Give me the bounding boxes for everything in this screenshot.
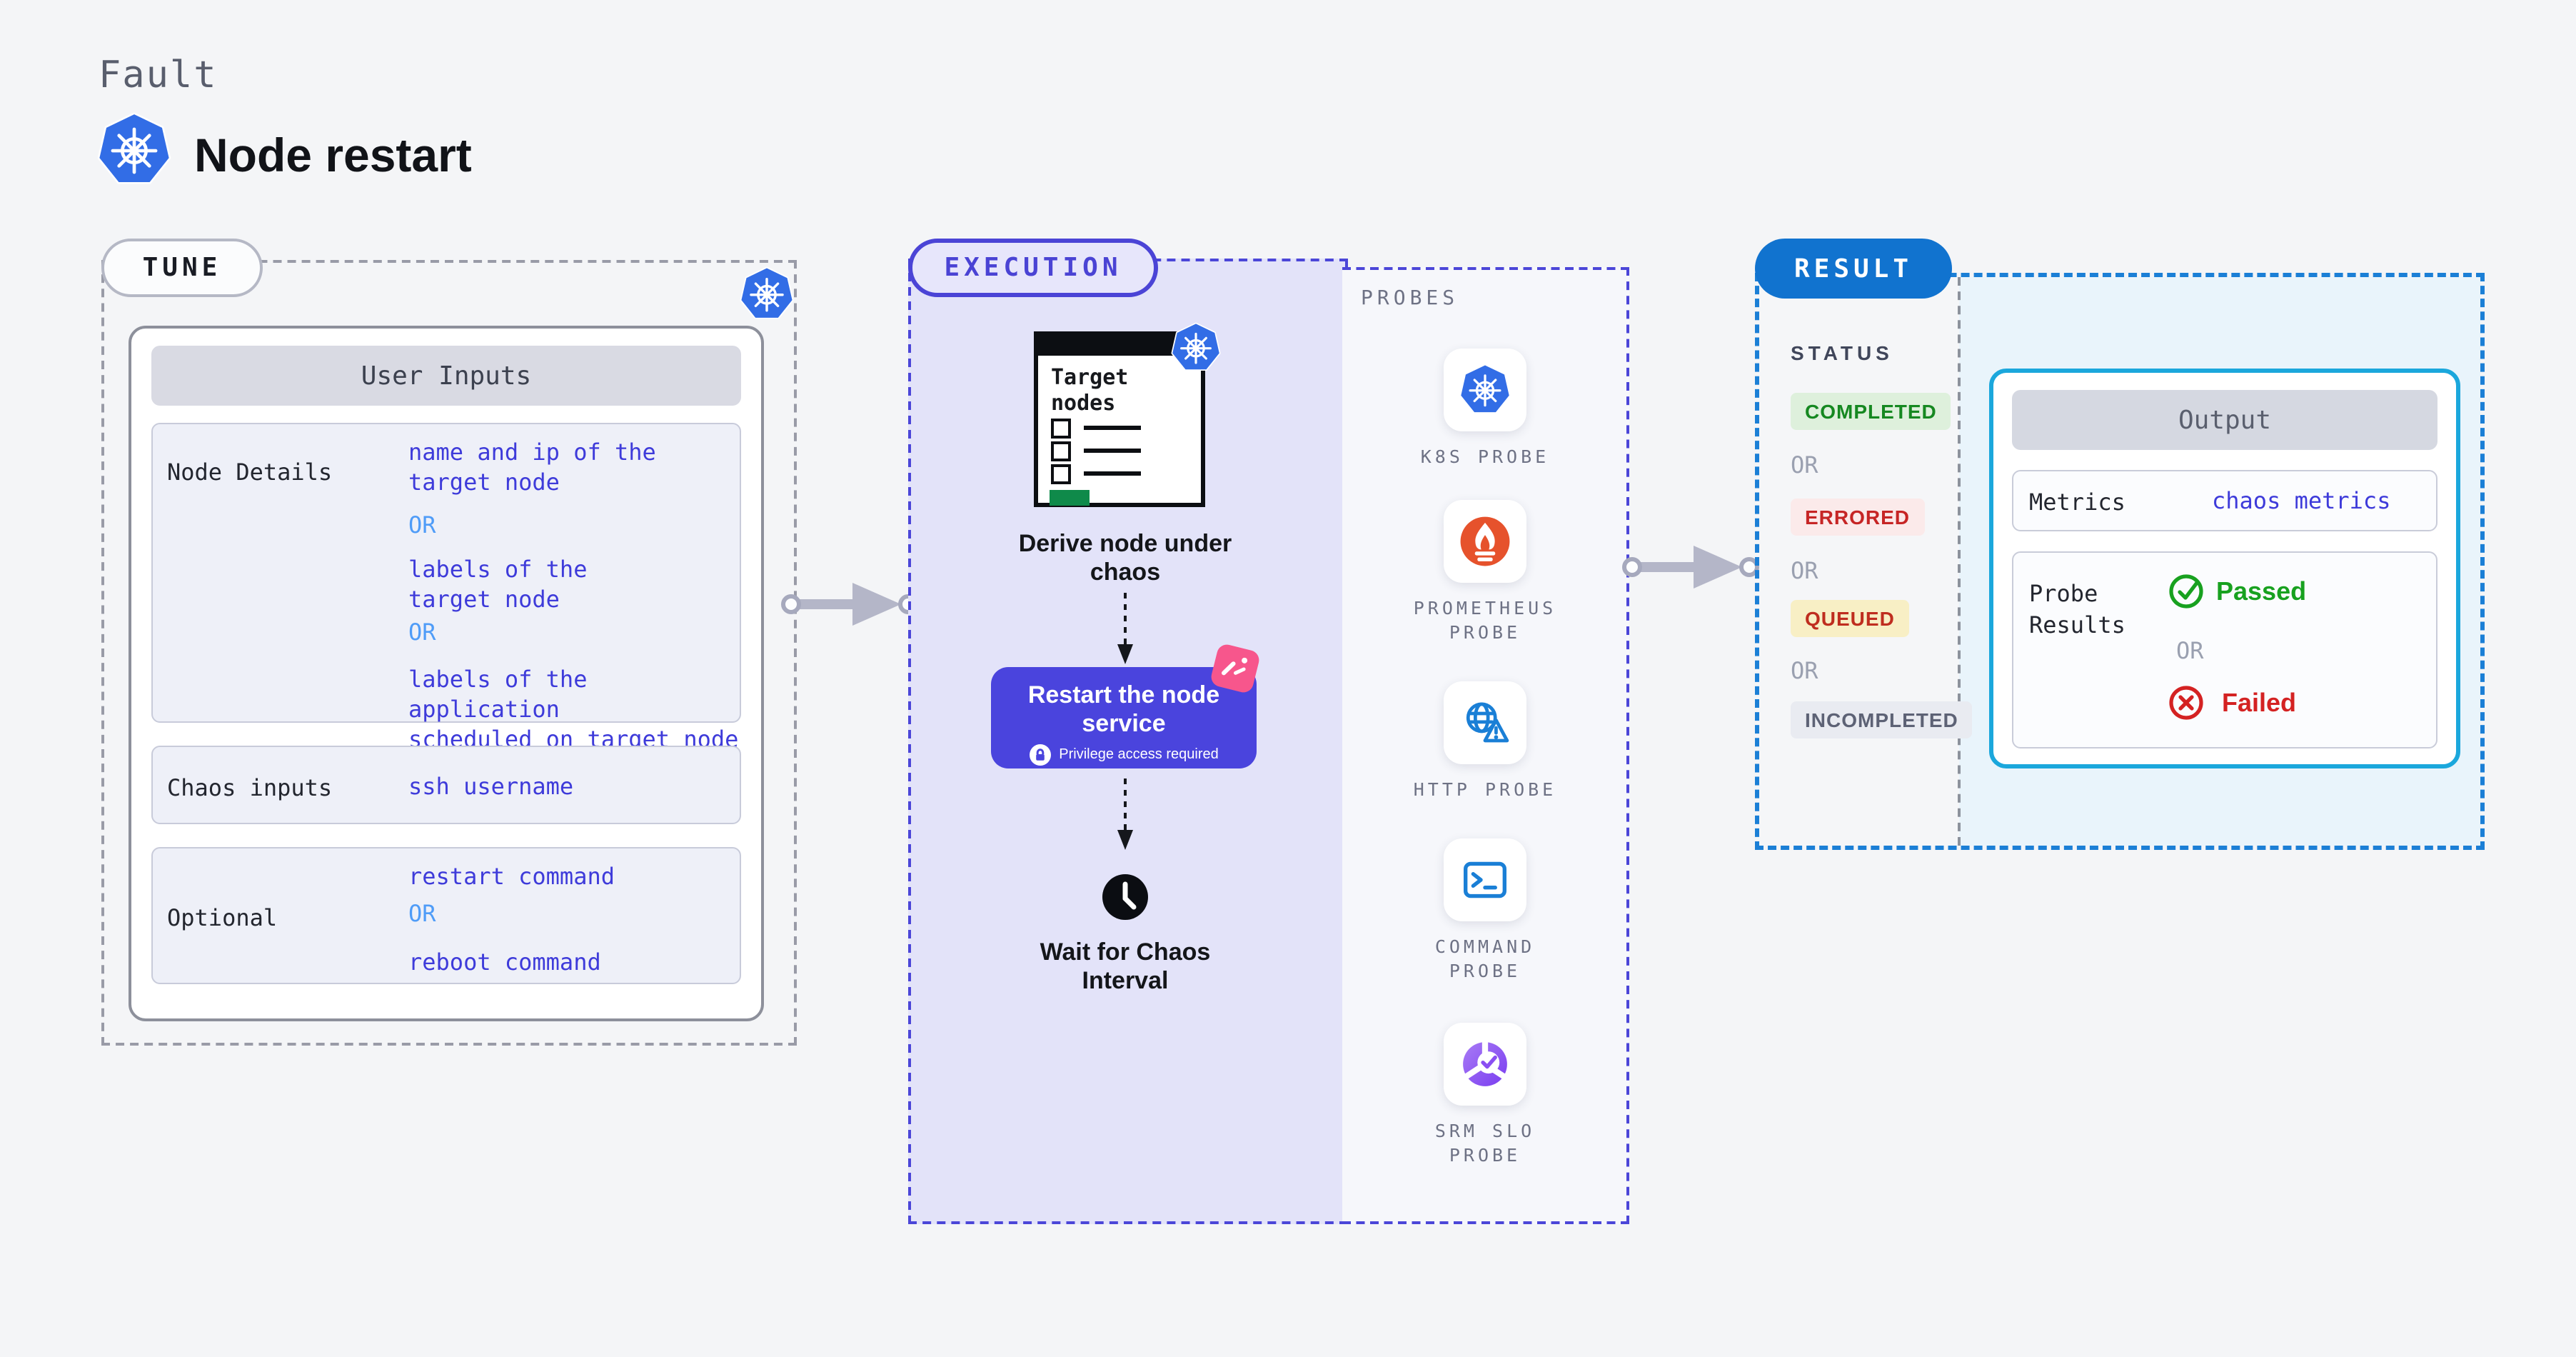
user-inputs-table: User Inputs Node Details name and ip of …	[129, 326, 764, 1021]
checkbox-icon	[1051, 441, 1071, 461]
step-restart-label: Restart the node service	[1027, 681, 1220, 737]
execution-panel: Target nodes Derive node under chaos Res…	[908, 259, 1348, 1224]
or-label: OR	[1791, 557, 1818, 584]
probe-label: K8S PROBE	[1420, 446, 1550, 467]
row-value: labels of the target node	[408, 556, 588, 613]
probe-item-k8s: K8S PROBE	[1399, 349, 1571, 469]
probe-card	[1444, 500, 1526, 583]
target-card-title: Target nodes	[1051, 364, 1129, 416]
list-line	[1084, 471, 1141, 476]
kubernetes-icon	[740, 266, 794, 323]
probe-label: COMMAND PROBE	[1434, 936, 1536, 981]
down-arrow-icon	[1117, 778, 1133, 850]
status-column	[1759, 277, 1959, 846]
row-value: ssh username	[408, 773, 574, 800]
step-derive-node: Derive node under chaos	[1018, 530, 1232, 586]
tune-pill: TUNE	[101, 239, 263, 297]
checkbox-icon	[1051, 419, 1071, 439]
or-label: OR	[1791, 451, 1818, 479]
flow-arrow-icon	[781, 583, 918, 626]
check-circle-icon	[2169, 574, 2203, 609]
probe-item-srm-slo: SRM SLO PROBE	[1399, 1023, 1571, 1167]
probe-label: SRM SLO PROBE	[1434, 1120, 1536, 1166]
fault-eyebrow: Fault	[99, 54, 218, 97]
target-nodes-card: Target nodes	[1034, 331, 1205, 507]
probe-card	[1444, 1023, 1526, 1106]
terminal-icon	[1464, 861, 1506, 898]
lock-icon	[1029, 744, 1051, 766]
row-label: Optional	[167, 904, 278, 931]
status-badge-completed: COMPLETED	[1791, 393, 1951, 430]
step-wait-interval: Wait for Chaos Interval	[1040, 938, 1211, 994]
kubernetes-icon	[1171, 321, 1221, 374]
column-divider	[1958, 277, 1961, 846]
table-row-chaos-inputs: Chaos inputs ssh username	[151, 746, 741, 824]
probe-results-label: Probe Results	[2029, 580, 2125, 639]
prometheus-icon	[1460, 516, 1510, 566]
status-badge-incompleted: INCOMPLETED	[1791, 701, 1973, 738]
probes-caption: PROBES	[1361, 287, 1459, 310]
or-label: OR	[2176, 637, 2204, 664]
result-panel: STATUS COMPLETED OR ERRORED OR QUEUED OR…	[1755, 273, 2485, 850]
probe-card	[1444, 349, 1526, 431]
or-label: OR	[1791, 657, 1818, 684]
probes-panel: PROBES K8S PROBE PROMETHEUS PROBE	[1342, 267, 1629, 1224]
probe-results-row: Probe Results Passed OR Failed	[2012, 551, 2437, 748]
metrics-value: chaos metrics	[2212, 487, 2391, 514]
metrics-label: Metrics	[2029, 489, 2125, 516]
or-label: OR	[408, 511, 436, 539]
x-circle-icon	[2169, 686, 2203, 720]
status-badge-errored: ERRORED	[1791, 499, 1925, 536]
output-card: Output Metrics chaos metrics Probe Resul…	[1989, 369, 2460, 768]
globe-alert-icon	[1466, 702, 1509, 743]
row-value: name and ip of the target node	[408, 439, 656, 496]
row-label: Node Details	[167, 459, 333, 486]
chaos-icon	[1209, 642, 1262, 695]
probe-item-http: HTTP PROBE	[1399, 681, 1571, 801]
row-value: labels of the application scheduled on t…	[408, 666, 739, 753]
row-value: restart command	[408, 863, 615, 890]
or-label: OR	[408, 619, 436, 646]
kubernetes-icon	[1459, 363, 1511, 417]
green-bar	[1050, 490, 1090, 506]
result-pill: RESULT	[1755, 239, 1952, 299]
passed-label: Passed	[2216, 577, 2307, 606]
metrics-row: Metrics chaos metrics	[2012, 470, 2437, 531]
row-label: Chaos inputs	[167, 774, 333, 801]
flow-arrow-icon	[1622, 546, 1759, 589]
failed-label: Failed	[2222, 688, 2297, 717]
clock-icon	[1102, 874, 1148, 920]
probe-item-prometheus: PROMETHEUS PROBE	[1399, 500, 1571, 644]
status-title: STATUS	[1791, 341, 1893, 364]
slo-donut-check-icon	[1462, 1038, 1508, 1086]
table-row-optional: Optional restart command OR reboot comma…	[151, 847, 741, 984]
user-inputs-header: User Inputs	[151, 346, 741, 406]
execution-pill: EXECUTION	[908, 239, 1158, 297]
row-value: reboot command	[408, 948, 601, 976]
probe-label: HTTP PROBE	[1413, 778, 1557, 800]
restart-node-service-step: Restart the node service Privilege acces…	[991, 667, 1257, 768]
or-label: OR	[408, 900, 436, 927]
status-badge-queued: QUEUED	[1791, 600, 1909, 637]
kubernetes-icon	[97, 111, 171, 189]
list-line	[1084, 426, 1141, 430]
down-arrow-icon	[1117, 593, 1133, 664]
probe-item-command: COMMAND PROBE	[1399, 838, 1571, 983]
checkbox-icon	[1051, 464, 1071, 484]
privilege-note: Privilege access required	[1059, 747, 1219, 763]
table-row-node-details: Node Details name and ip of the target n…	[151, 423, 741, 753]
page-title: Node restart	[194, 129, 472, 181]
probe-label: PROMETHEUS PROBE	[1413, 597, 1557, 643]
probe-card	[1444, 681, 1526, 764]
list-line	[1084, 449, 1141, 453]
tune-panel	[101, 260, 797, 1046]
probe-card	[1444, 838, 1526, 921]
output-header: Output	[2012, 390, 2437, 450]
